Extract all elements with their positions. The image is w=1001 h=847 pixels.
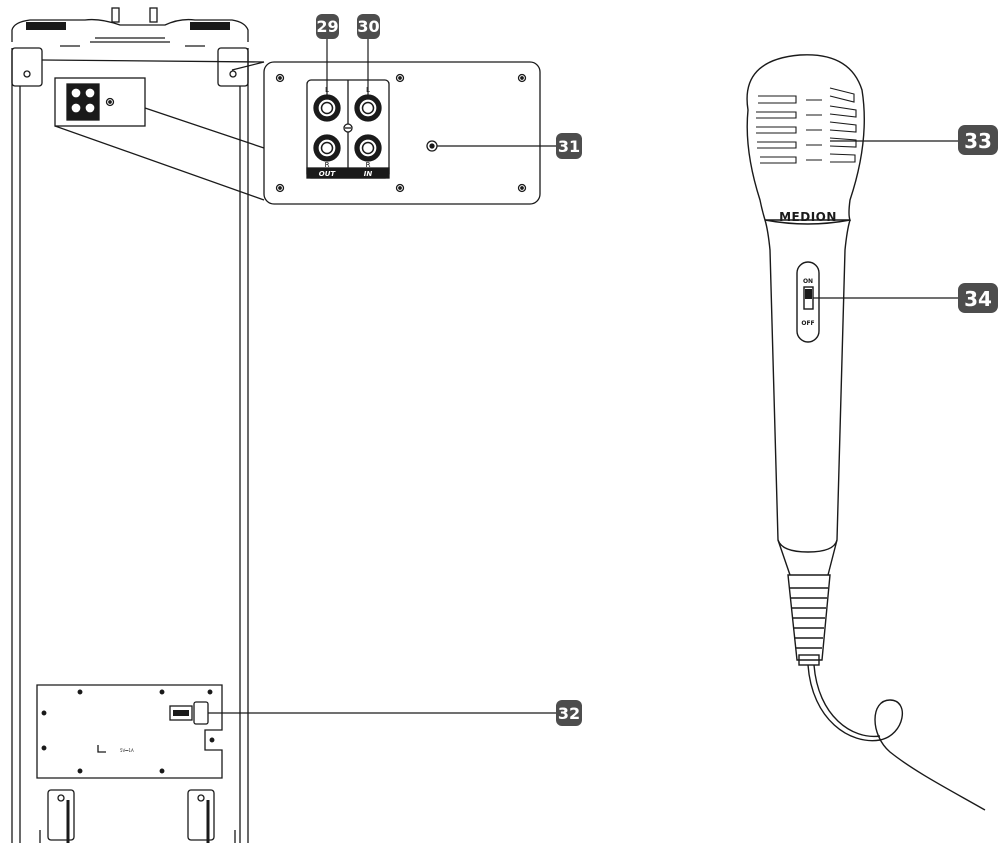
microphone xyxy=(746,54,986,811)
speaker-rear-view xyxy=(11,7,265,843)
corner-bracket-left xyxy=(11,47,43,87)
callout-33: 33 xyxy=(958,125,998,155)
jack-out-right-label: R xyxy=(325,161,330,169)
callout-32-label: 32 xyxy=(558,704,580,723)
jack-in-right xyxy=(354,134,382,162)
switch-off-label: OFF xyxy=(801,320,814,327)
callout-lines xyxy=(208,38,958,714)
zoomed-audio-jack-panel xyxy=(263,61,541,205)
microphone-head xyxy=(746,54,865,221)
speaker-top-handle xyxy=(11,7,249,47)
jack-in-right-label: R xyxy=(366,161,371,169)
speaker-feet xyxy=(39,789,236,843)
speaker-audio-jack-panel-small xyxy=(54,77,146,127)
microphone-cable xyxy=(807,664,986,811)
microphone-switch[interactable] xyxy=(796,261,820,343)
callout-34-label: 34 xyxy=(964,287,992,311)
callout-33-label: 33 xyxy=(964,129,992,153)
microphone-handle xyxy=(764,219,851,553)
jack-out-right xyxy=(313,134,341,162)
out-label: OUT xyxy=(319,170,337,178)
callout-29: 29 xyxy=(316,14,339,39)
microphone-grille xyxy=(756,87,857,164)
jack-out-left xyxy=(313,94,341,122)
callout-29-label: 29 xyxy=(316,17,338,36)
callout-31-label: 31 xyxy=(558,137,580,156)
callout-31: 31 xyxy=(556,133,582,159)
microphone-brand-logo: MEDION xyxy=(779,210,837,224)
usb-cover xyxy=(193,701,209,725)
switch-on-label: ON xyxy=(803,278,813,285)
callout-32: 32 xyxy=(556,700,582,726)
usb-port xyxy=(169,705,193,721)
screw xyxy=(23,70,31,78)
callout-30-label: 30 xyxy=(357,17,379,36)
in-label: IN xyxy=(364,170,373,178)
callout-30: 30 xyxy=(357,14,380,39)
usb-rating-mark: 5V⎓1A xyxy=(120,748,134,753)
speaker-usb-panel xyxy=(36,684,223,779)
jack-in-left xyxy=(354,94,382,122)
callout-34: 34 xyxy=(958,283,998,313)
screw xyxy=(229,70,237,78)
microphone-strain-relief xyxy=(787,574,831,666)
